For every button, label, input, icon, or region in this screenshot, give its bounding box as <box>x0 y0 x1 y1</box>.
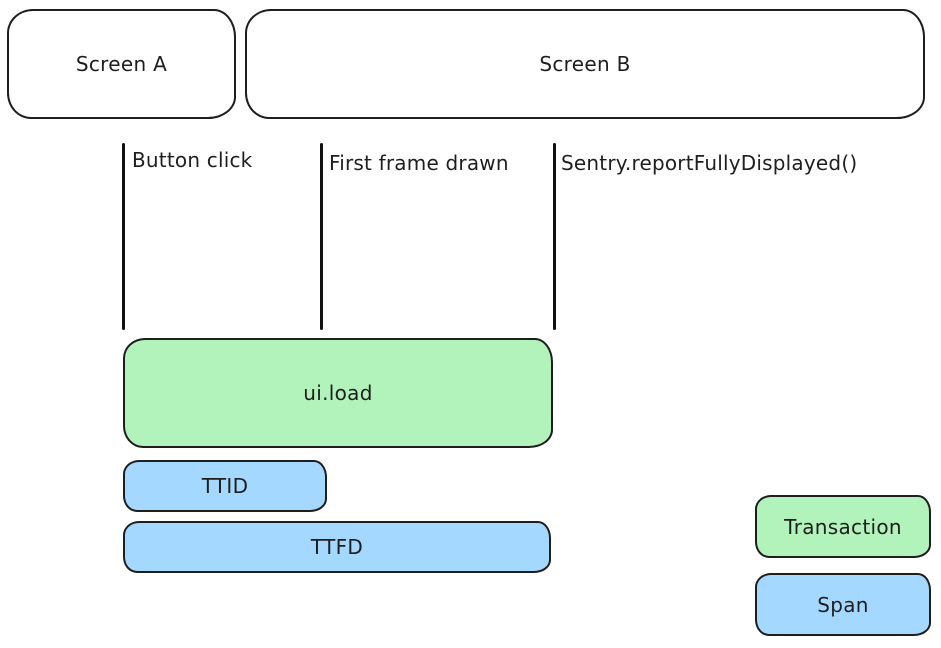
event-line-first-frame-drawn <box>320 143 323 330</box>
event-line-button-click <box>122 143 125 330</box>
legend-transaction: Transaction <box>755 495 931 558</box>
event-label-first-frame-drawn: First frame drawn <box>329 151 509 175</box>
screen-a-label: Screen A <box>75 52 168 76</box>
legend-transaction-label: Transaction <box>784 514 902 539</box>
ttid-label: TTID <box>201 474 249 498</box>
ttfd-span-bar: TTFD <box>123 521 551 573</box>
screen-a-box: Screen A <box>7 9 236 119</box>
screen-b-box: Screen B <box>245 9 925 119</box>
screen-b-label: Screen B <box>539 52 631 76</box>
ui-load-transaction-bar: ui.load <box>123 338 553 448</box>
ui-load-label: ui.load <box>303 381 373 405</box>
legend-span-label: Span <box>817 592 869 617</box>
event-label-button-click: Button click <box>132 148 253 172</box>
ttfd-label: TTFD <box>310 535 364 559</box>
event-line-report-fully-displayed <box>553 143 556 330</box>
ttid-span-bar: TTID <box>123 460 327 512</box>
event-label-report-fully-displayed: Sentry.reportFullyDisplayed() <box>561 151 858 175</box>
legend-span: Span <box>755 573 931 636</box>
